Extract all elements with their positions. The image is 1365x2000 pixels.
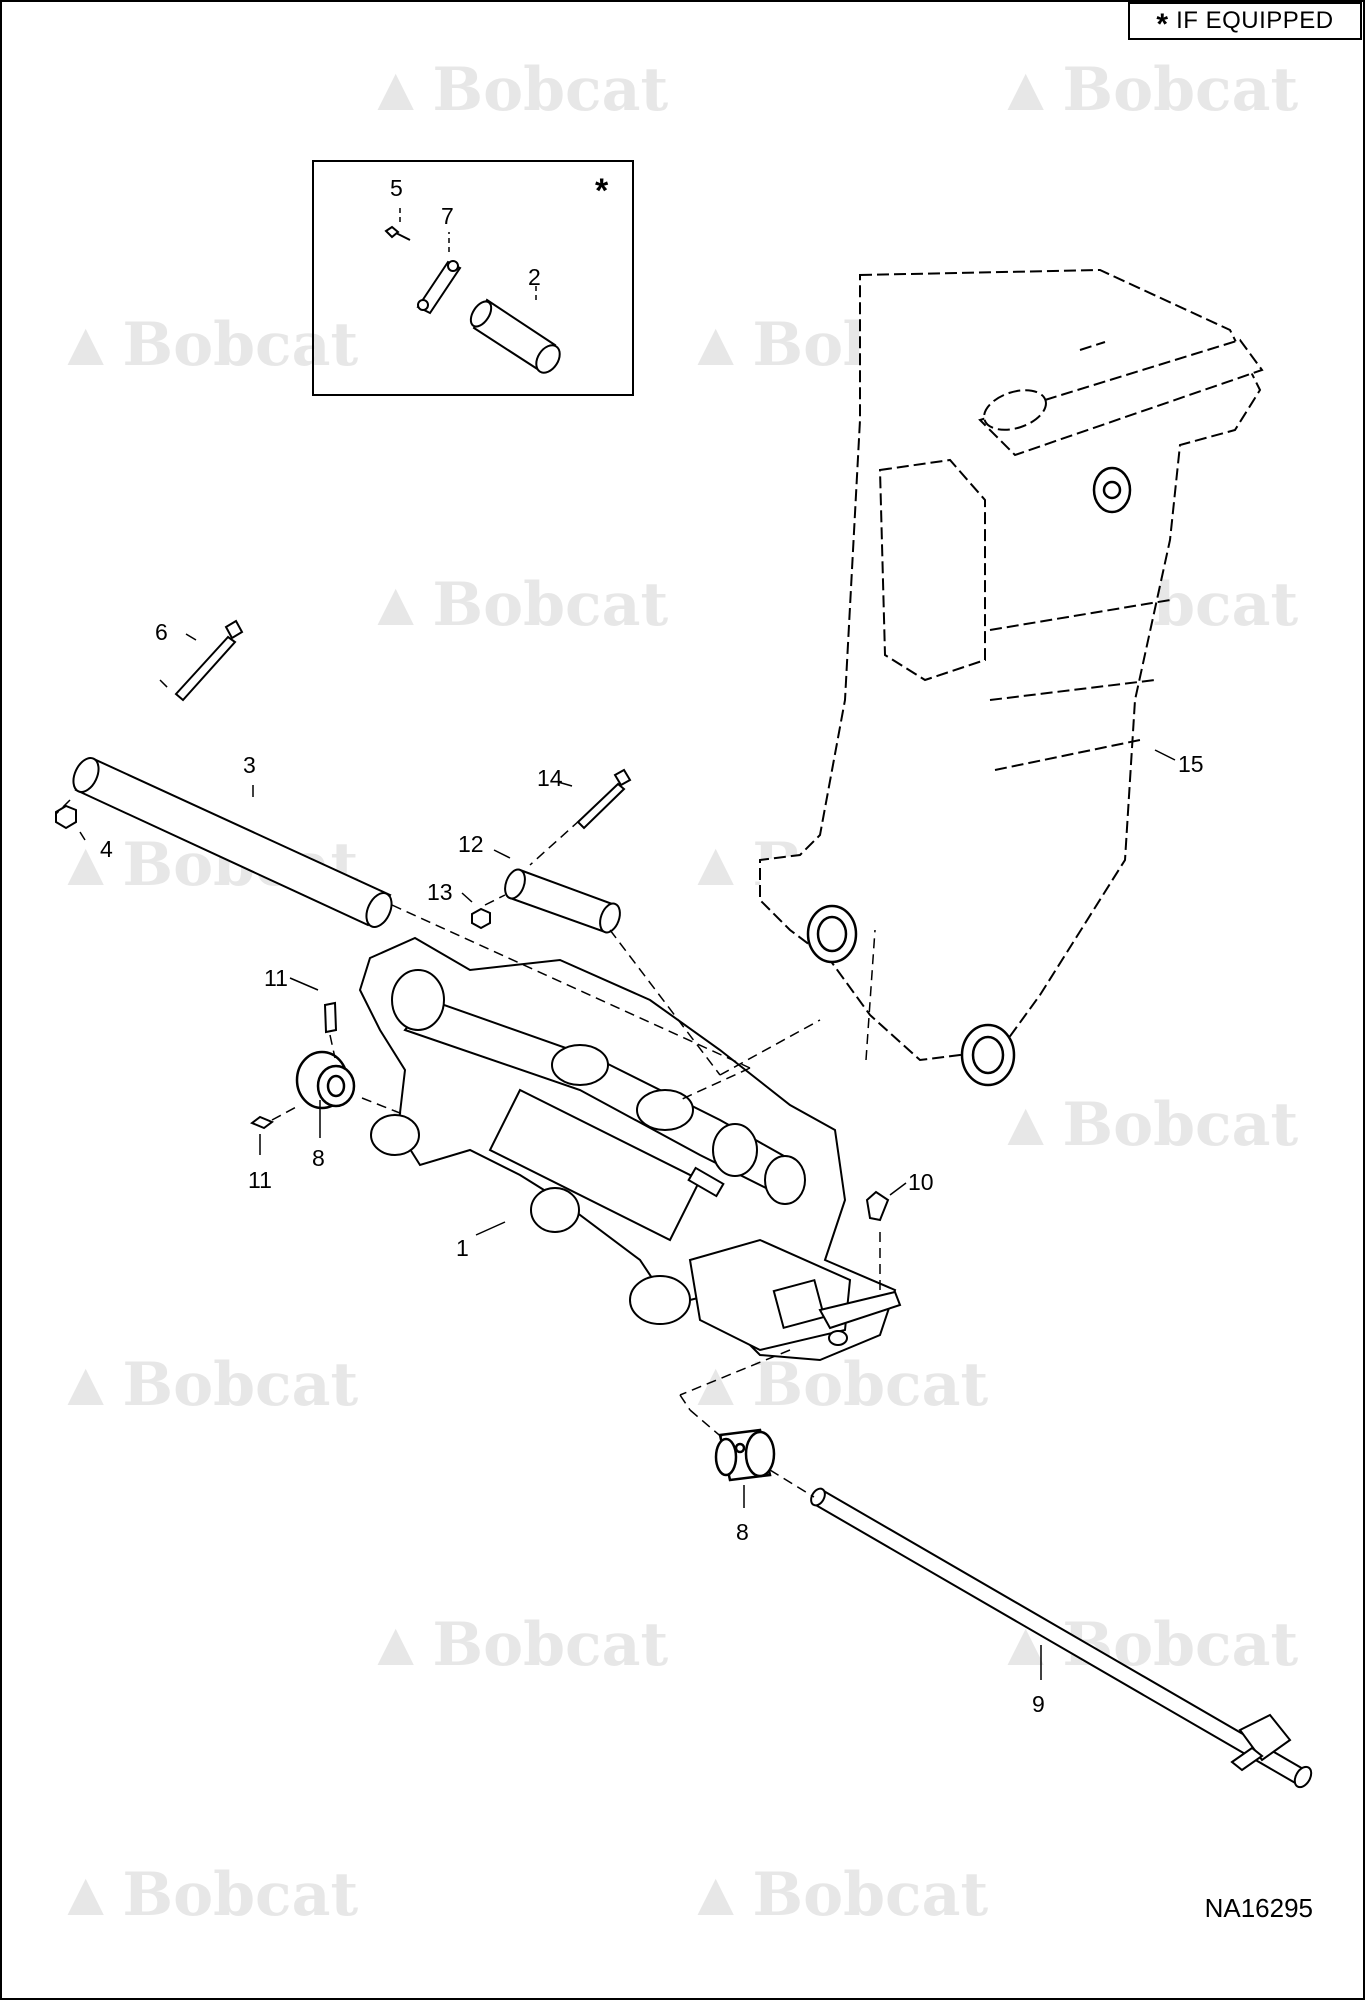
inset-box: * <box>312 160 634 396</box>
lock-pin-part <box>810 1487 1313 1789</box>
nut-part <box>471 907 491 930</box>
callout-13: 13 <box>427 879 453 905</box>
pin-part <box>469 298 561 374</box>
nut-part <box>55 804 77 830</box>
long-pin-part <box>72 757 393 928</box>
retaining-clip-part <box>865 1190 890 1222</box>
callout-11b: 11 <box>248 1167 272 1193</box>
bushing-part <box>714 1428 776 1482</box>
callout-4: 4 <box>100 836 113 862</box>
set-screw-part <box>250 1001 338 1130</box>
figure-id: NA16295 <box>1204 1893 1313 1923</box>
callout-10: 10 <box>908 1169 934 1195</box>
bolt-part <box>576 768 632 830</box>
callout-leaders <box>79 633 1176 1680</box>
callout-3: 3 <box>243 752 256 778</box>
callout-8b: 8 <box>736 1519 749 1545</box>
callout-11a: 11 <box>264 965 288 991</box>
long-bolt-part <box>174 619 244 702</box>
arm-pivot-holes <box>806 466 1132 1087</box>
bolt-part <box>384 225 411 241</box>
legend-symbol: * <box>1156 8 1169 41</box>
lift-arm-part <box>759 268 1264 1062</box>
callout-labels: 1 2 3 4 5 6 7 8 8 9 10 11 11 12 13 14 15 <box>100 175 1204 1717</box>
callout-7: 7 <box>441 203 454 229</box>
inset-leaders <box>399 205 537 300</box>
callout-15: 15 <box>1178 751 1204 777</box>
inset-marker: * <box>595 172 609 210</box>
retainer-plate-part <box>416 260 462 315</box>
bushing-part <box>295 1050 356 1110</box>
callout-9: 9 <box>1032 1691 1045 1717</box>
callout-12: 12 <box>458 831 484 857</box>
callout-14: 14 <box>537 765 563 791</box>
callout-5: 5 <box>390 175 403 201</box>
if-equipped-legend: * IF EQUIPPED <box>1128 2 1362 40</box>
callout-8a: 8 <box>312 1145 325 1171</box>
legend-text: IF EQUIPPED <box>1176 7 1334 34</box>
short-pin-part <box>504 868 621 934</box>
callout-6: 6 <box>155 619 168 645</box>
inset-frame <box>312 160 634 396</box>
callout-1: 1 <box>456 1235 469 1261</box>
assembly-lines <box>55 679 881 1498</box>
coupler-frame-part <box>358 936 902 1362</box>
callout-2: 2 <box>528 264 541 290</box>
